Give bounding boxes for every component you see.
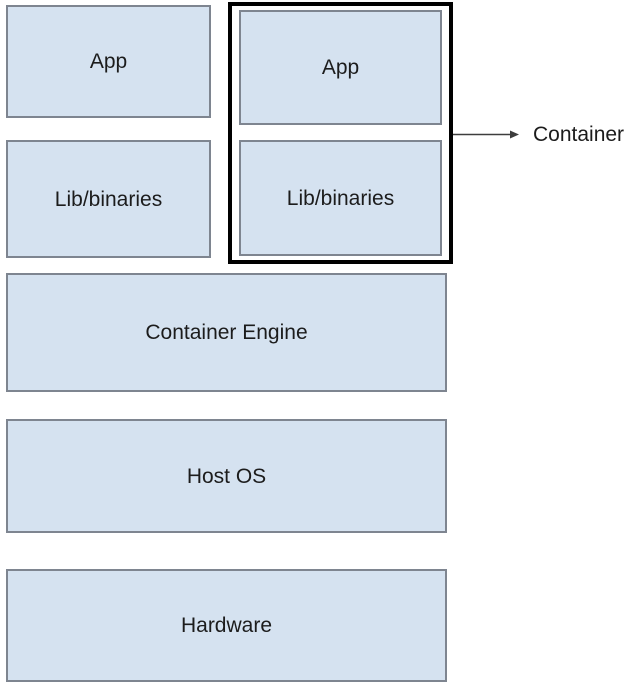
container-outline-box: App Lib/binaries: [228, 2, 453, 264]
arrow-right-icon: [453, 130, 519, 139]
container-lib-binaries-box: Lib/binaries: [239, 140, 442, 256]
host-app-label: App: [89, 50, 128, 73]
hardware-label: Hardware: [180, 614, 273, 637]
host-os-box: Host OS: [6, 419, 447, 533]
container-callout-arrow: [453, 127, 521, 142]
host-os-label: Host OS: [186, 464, 267, 488]
host-lib-binaries-label: Lib/binaries: [54, 187, 163, 211]
container-app-box: App: [239, 10, 442, 125]
container-engine-box: Container Engine: [6, 273, 447, 392]
container-callout-label: Container: [533, 123, 625, 146]
container-lib-binaries-label: Lib/binaries: [286, 186, 395, 210]
hardware-box: Hardware: [6, 569, 447, 682]
container-app-label: App: [321, 56, 360, 79]
host-lib-binaries-box: Lib/binaries: [6, 140, 211, 258]
container-engine-label: Container Engine: [145, 321, 308, 344]
host-app-box: App: [6, 5, 211, 118]
